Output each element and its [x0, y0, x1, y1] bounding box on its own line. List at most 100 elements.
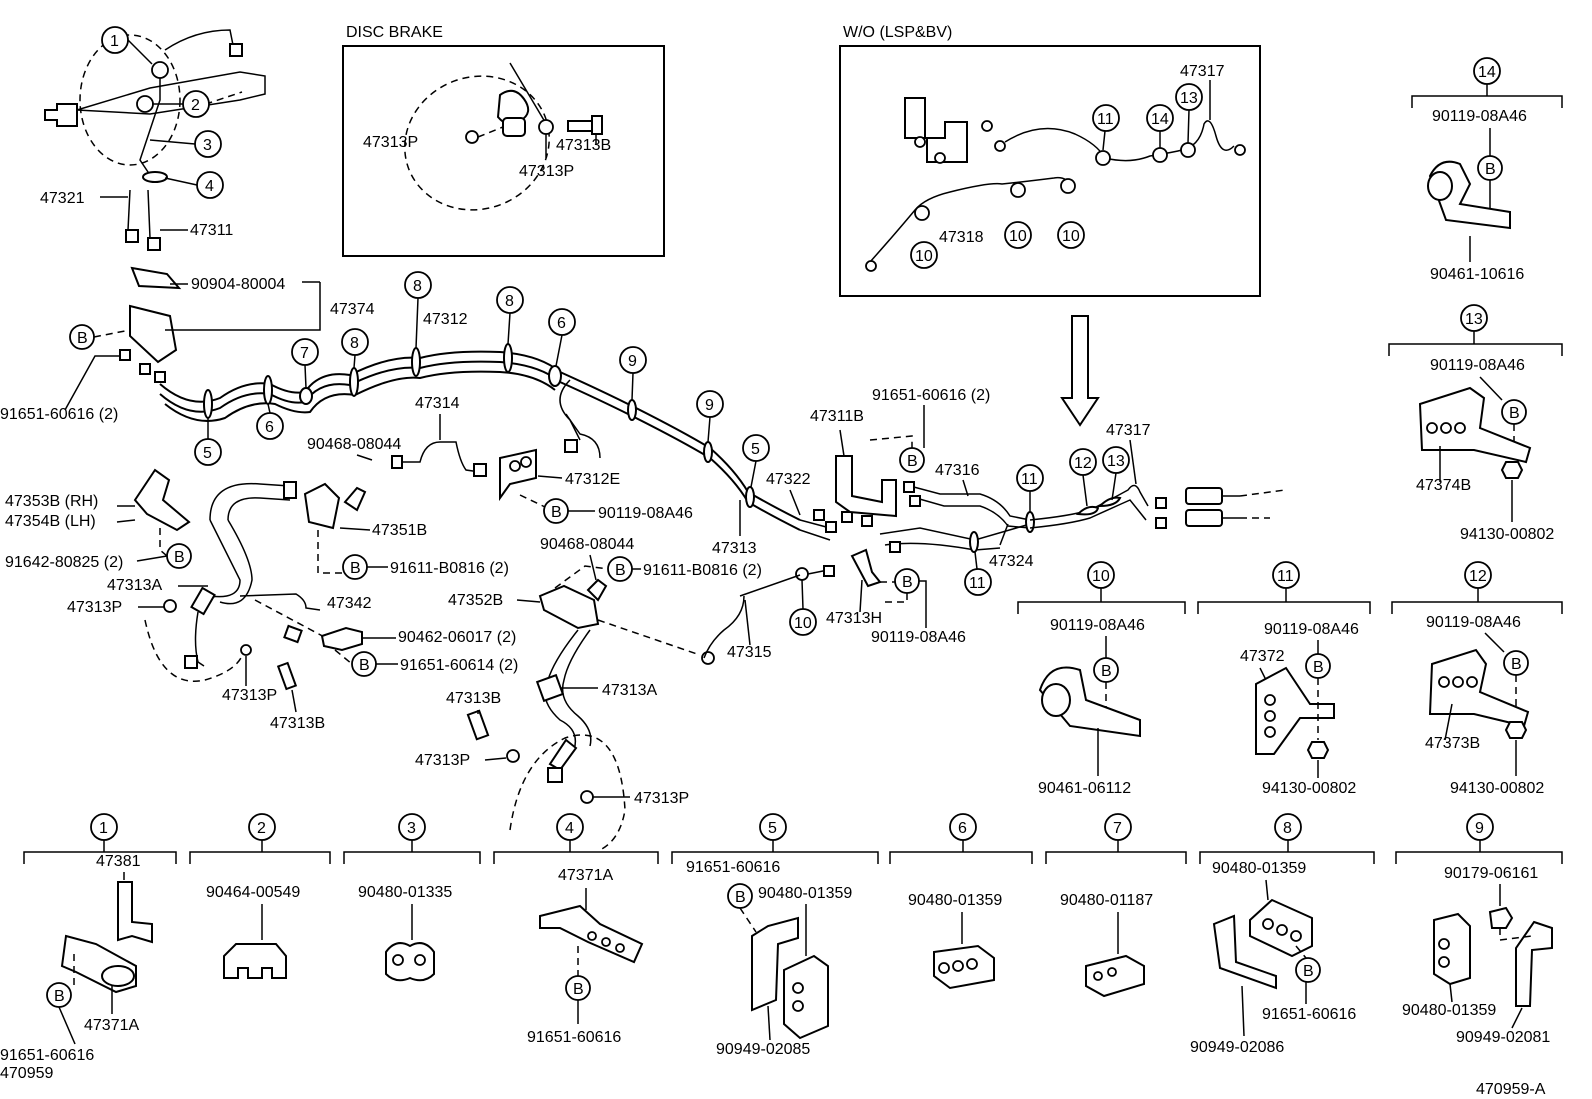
label-90480-01187: 90480-01187 — [1060, 892, 1153, 909]
bracket-47352B — [538, 584, 600, 630]
label-90480-01335: 90480-01335 — [358, 884, 452, 901]
bolt-b-8: B — [902, 574, 913, 591]
label-47373B: 47373B — [1425, 735, 1480, 752]
callout-n7: 7 — [300, 345, 309, 362]
bolt-b-3: B — [350, 560, 361, 577]
callout-n10: 10 — [1009, 228, 1027, 245]
bolt-b-1: B — [77, 330, 88, 347]
clamp-10 — [1038, 666, 1141, 738]
disc-brake-title: DISC BRAKE — [346, 24, 443, 41]
wo-lsp-bv-inset: W/O (LSP&BV) 11 14 13 10 10 10 — [839, 24, 1261, 297]
label-90480-01359-b: 90480-01359 — [908, 892, 1002, 909]
label-91651-60614-2: 91651-60614 (2) — [400, 657, 518, 674]
callout-3: 3 — [203, 137, 212, 154]
footer-right-code: 470959-A — [1476, 1081, 1546, 1098]
callout-n10: 10 — [1092, 568, 1110, 585]
callout-bolt: B — [1485, 161, 1496, 178]
label-91651-60616-a: 91651-60616 — [0, 1047, 94, 1064]
bolt-b-7: B — [907, 453, 918, 470]
label-90949-02081: 90949-02081 — [1456, 1029, 1550, 1046]
label-47354B-LH: 47354B (LH) — [5, 513, 96, 530]
callout-n6: 6 — [557, 315, 566, 332]
label-94130-00802-a: 94130-00802 — [1460, 526, 1554, 543]
callout-n10: 10 — [1062, 228, 1080, 245]
callout-n12: 12 — [1074, 455, 1092, 472]
proportioning-valve — [129, 304, 178, 364]
valve-bracket — [130, 266, 182, 290]
callout-bolt: B — [1509, 405, 1520, 422]
label-91651-60616-2-b: 91651-60616 (2) — [872, 387, 990, 404]
callout-n5: 5 — [751, 441, 760, 458]
callout-n13: 13 — [1107, 453, 1125, 470]
clamp-12 — [1428, 648, 1530, 728]
clamp-2 — [223, 943, 287, 979]
label-47322: 47322 — [766, 471, 811, 488]
clamp-7 — [1085, 954, 1145, 998]
callout-bolt: B — [54, 988, 65, 1005]
label-47314: 47314 — [415, 395, 460, 412]
label-90949-02085: 90949-02085 — [716, 1041, 810, 1058]
label-90949-02086: 90949-02086 — [1190, 1039, 1284, 1056]
bracket-47312E — [499, 448, 537, 502]
label-47311B: 47311B — [810, 408, 864, 425]
label-47371A-b: 47371A — [558, 867, 613, 884]
label-90119-08A46-d: 90119-08A46 — [1430, 357, 1525, 374]
callout-n8: 8 — [1283, 820, 1292, 837]
disc-brake-47313B: 47313B — [556, 137, 611, 154]
disc-brake-inset: DISC BRAKE — [342, 24, 665, 257]
clamp-9 — [1433, 912, 1471, 986]
callout-n8: 8 — [413, 278, 422, 295]
disc-brake-47313P-b: 47313P — [519, 163, 574, 180]
brake-line-bundle — [159, 350, 801, 531]
label-47313A-b: 47313A — [602, 682, 657, 699]
label-90480-01359-d: 90480-01359 — [1402, 1002, 1496, 1019]
label-90119-08A46-g: 90119-08A46 — [1426, 614, 1521, 631]
label-47313B-b: 47313B — [446, 690, 501, 707]
label-47324: 47324 — [989, 553, 1034, 570]
callout-bolt: B — [735, 889, 746, 906]
label-90464-00549: 90464-00549 — [206, 884, 300, 901]
label-47313P-d: 47313P — [634, 790, 689, 807]
label-47352B: 47352B — [448, 592, 503, 609]
label-90119-08A46-a: 90119-08A46 — [598, 505, 693, 522]
label-90119-08A46-b: 90119-08A46 — [871, 629, 966, 646]
callout-bolt: B — [1101, 663, 1112, 680]
label-47313P-a: 47313P — [67, 599, 122, 616]
label-94130-00802-c: 94130-00802 — [1450, 780, 1544, 797]
label-47313H: 47313H — [826, 610, 882, 627]
label-47351B: 47351B — [372, 522, 427, 539]
master-cylinder — [44, 29, 266, 251]
label-47374B: 47374B — [1416, 477, 1471, 494]
callout-bolt: B — [573, 981, 584, 998]
callout-n14: 14 — [1478, 64, 1496, 81]
callout-n11: 11 — [1277, 568, 1294, 585]
callout-n13: 13 — [1465, 311, 1483, 328]
label-91651-60616-b: 91651-60616 — [527, 1029, 621, 1046]
label-47312E: 47312E — [565, 471, 620, 488]
wo-lsp-bv-title: W/O (LSP&BV) — [843, 24, 952, 41]
label-94130-00802-b: 94130-00802 — [1262, 780, 1356, 797]
callout-n9: 9 — [1475, 820, 1484, 837]
label-90179-06161: 90179-06161 — [1444, 865, 1538, 882]
callout-bolt: B — [1313, 659, 1324, 676]
label-47313B-a: 47313B — [270, 715, 325, 732]
label-91611-B0816-2-b: 91611-B0816 (2) — [643, 562, 762, 579]
callout-n10: 10 — [915, 248, 933, 265]
callout-n12: 12 — [1469, 568, 1487, 585]
callout-1: 1 — [110, 33, 119, 50]
label-47313P-b: 47313P — [222, 687, 277, 704]
inset-arrow — [1060, 315, 1100, 427]
bracket-47351B — [303, 482, 341, 530]
label-47374: 47374 — [330, 301, 375, 318]
label-47342: 47342 — [327, 595, 372, 612]
label-90480-01359-a: 90480-01359 — [758, 885, 852, 902]
label-47313A-a: 47313A — [107, 577, 162, 594]
label-47321: 47321 — [40, 190, 85, 207]
label-47313: 47313 — [712, 540, 757, 557]
callout-4: 4 — [205, 178, 214, 195]
label-91642-80825-2: 91642-80825 (2) — [5, 554, 123, 571]
label-90119-08A46-e: 90119-08A46 — [1050, 617, 1145, 634]
rear-valve — [1185, 487, 1286, 527]
callout-n8: 8 — [350, 335, 359, 352]
